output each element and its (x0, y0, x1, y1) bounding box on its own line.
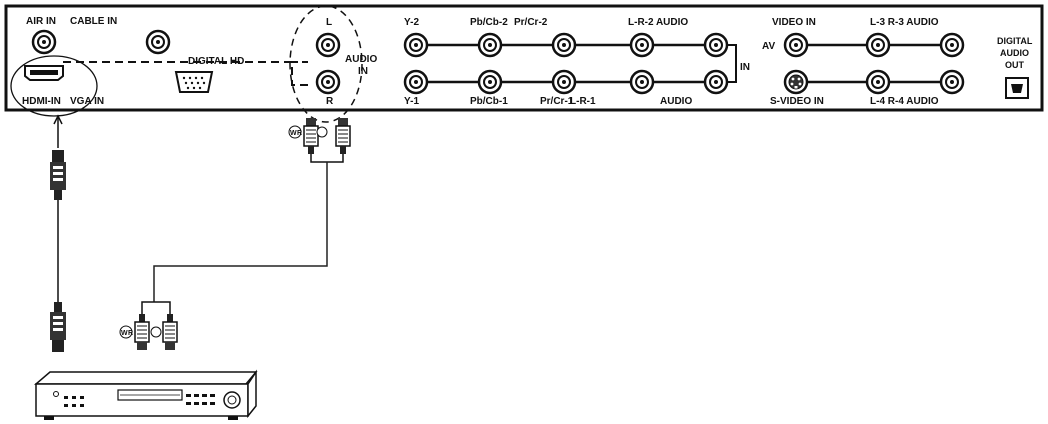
av-label: AV (762, 41, 775, 52)
lower-white-plug (134, 314, 150, 350)
y2-jack[interactable] (403, 32, 429, 58)
lower-r-label: R (128, 330, 133, 337)
svideo-in-label: S-VIDEO IN (770, 96, 824, 107)
hdmi-port[interactable] (24, 65, 64, 81)
pbcb2-label: Pb/Cb-2 (470, 17, 508, 28)
component-in-bracket (728, 44, 737, 83)
pbcb1-label: Pb/Cb-1 (470, 96, 508, 107)
prcr1-jack[interactable] (551, 69, 577, 95)
upper-w-r-badge: W R (288, 125, 302, 139)
prcr2-label: Pr/Cr-2 (514, 17, 548, 28)
upper-w-label: W (290, 130, 297, 137)
vga-port[interactable] (174, 71, 214, 93)
pbcb2-jack[interactable] (477, 32, 503, 58)
l2-audio-jack[interactable] (629, 32, 655, 58)
pbcb1-jack[interactable] (477, 69, 503, 95)
cable-in-jack[interactable] (145, 29, 171, 55)
audio-plug-pair-lower: W R (119, 301, 178, 350)
r4-audio-jack[interactable] (939, 69, 965, 95)
r3-audio-jack[interactable] (939, 32, 965, 58)
hdmi-audio-link-dashed (63, 61, 308, 86)
y1-label: Y-1 (404, 96, 419, 107)
digital-hd-label: DIGITAL HD (188, 56, 244, 67)
hdmi-highlight-circle (10, 55, 98, 117)
audio-cable (153, 162, 328, 302)
lr3-audio-label: L-3 R-3 AUDIO (870, 17, 939, 28)
lr1-label: L-R-1 (570, 96, 596, 107)
digital-audio-out-line1: DIGITAL (997, 36, 1033, 46)
upper-red-plug (335, 118, 351, 154)
dvd-player (33, 369, 258, 420)
hdmi-in-label: HDMI-IN (22, 96, 61, 107)
audio-plug-pair-upper: W R (288, 118, 351, 163)
lower-w-label: W (121, 330, 128, 337)
audio-in-r-jack[interactable] (315, 69, 341, 95)
digital-audio-out-line3: OUT (1005, 60, 1025, 70)
lr2-audio-label: L-R-2 AUDIO (628, 17, 688, 28)
lr4-audio-label: L-4 R-4 AUDIO (870, 96, 939, 107)
l3-audio-jack[interactable] (865, 32, 891, 58)
prcr1-label: Pr/Cr-1 (540, 96, 574, 107)
audio-l-label: L (326, 17, 332, 28)
upper-white-plug (303, 118, 319, 154)
cable-in-label: CABLE IN (70, 16, 117, 27)
y2-label: Y-2 (404, 17, 419, 28)
prcr2-jack[interactable] (551, 32, 577, 58)
digital-audio-out-line2: AUDIO (1000, 48, 1029, 58)
hdmi-cable (50, 114, 66, 352)
vga-in-label: VGA IN (70, 96, 104, 107)
audio-bottom-label: AUDIO (660, 96, 692, 107)
audio-in-label-line2: IN (358, 66, 368, 77)
video-in-label: VIDEO IN (772, 17, 816, 28)
audio-highlight-circle (289, 5, 363, 123)
component-in-label: IN (740, 62, 750, 73)
upper-r-label: R (297, 130, 302, 137)
tv-back-panel (4, 4, 1044, 112)
lower-w-r-badge: W R (119, 325, 133, 339)
video-in-jack[interactable] (783, 32, 809, 58)
audio-r-label: R (326, 96, 334, 107)
air-in-jack[interactable] (31, 29, 57, 55)
air-in-label: AIR IN (26, 16, 56, 27)
y1-jack[interactable] (403, 69, 429, 95)
l1-audio-jack[interactable] (629, 69, 655, 95)
l4-audio-jack[interactable] (865, 69, 891, 95)
lower-red-plug (162, 314, 178, 350)
r2-audio-jack[interactable] (703, 32, 729, 58)
r1-audio-jack[interactable] (703, 69, 729, 95)
svideo-in-jack[interactable] (783, 69, 809, 95)
audio-in-l-jack[interactable] (315, 32, 341, 58)
optical-out-port[interactable] (1005, 77, 1029, 99)
